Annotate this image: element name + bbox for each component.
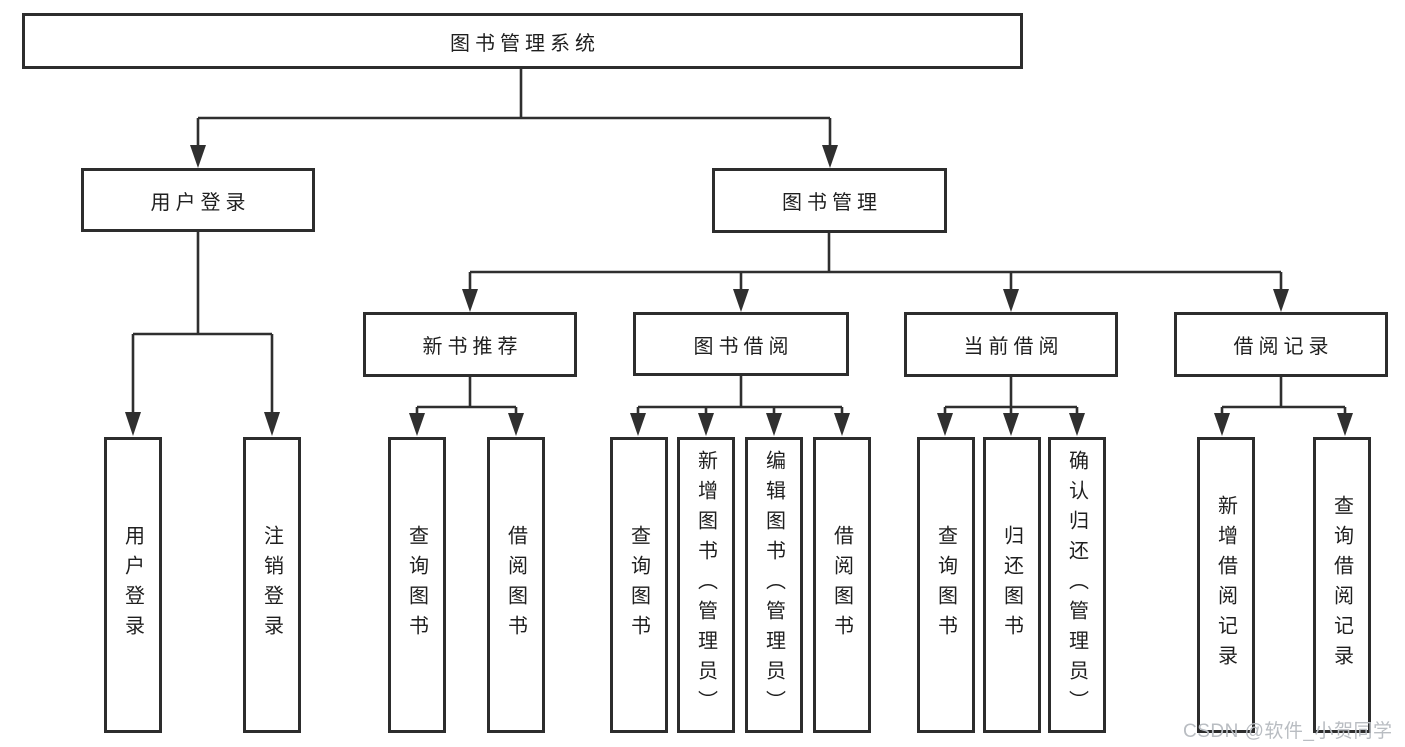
node-label: 借阅图书 (830, 525, 853, 645)
node-label: 新增图书（管理员） (694, 450, 717, 720)
node-book-management: 图书管理 (712, 168, 947, 233)
leaf-user-login: 用户登录 (104, 437, 162, 733)
arrow-down-icon (1003, 289, 1019, 312)
node-label: 新书推荐 (422, 336, 523, 358)
node-label: 图书管理系统 (450, 32, 600, 55)
connector-user-login-children (125, 232, 280, 436)
arrow-down-icon (1003, 413, 1019, 436)
node-current-borrow: 当前借阅 (904, 312, 1118, 377)
node-label: 图书借阅 (693, 335, 794, 358)
arrow-down-icon (630, 413, 646, 436)
leaf-add-borrow-record: 新增借阅记录 (1197, 437, 1255, 733)
arrow-down-icon (766, 413, 782, 436)
node-new-book-recommend: 新书推荐 (363, 312, 577, 377)
node-label: 查询借阅记录 (1330, 495, 1353, 675)
leaf-add-book-admin: 新增图书（管理员） (677, 437, 735, 733)
connector-book-management-children (462, 233, 1289, 312)
node-root-system: 图书管理系统 (22, 13, 1023, 69)
arrow-down-icon (1273, 289, 1289, 312)
leaf-return-book: 归还图书 (983, 437, 1041, 733)
connector-current-borrow-children (937, 377, 1085, 436)
arrow-down-icon (834, 413, 850, 436)
arrow-down-icon (190, 145, 206, 168)
csdn-watermark: CSDN @软件_小贺同学 (1183, 721, 1393, 742)
node-label: 图书管理 (782, 192, 882, 214)
node-label: 查询图书 (405, 525, 428, 645)
node-borrow-records: 借阅记录 (1174, 312, 1388, 377)
arrow-down-icon (409, 413, 425, 436)
node-label: 用户登录 (121, 525, 144, 645)
arrow-down-icon (125, 412, 141, 436)
arrow-down-icon (264, 412, 280, 436)
node-label: 归还图书 (1000, 525, 1023, 645)
node-label: 新增借阅记录 (1214, 495, 1237, 675)
connector-book-borrow-children (630, 376, 850, 436)
leaf-query-borrow-record: 查询借阅记录 (1313, 437, 1371, 733)
leaf-query-books-recommend: 查询图书 (388, 437, 446, 733)
node-book-borrow: 图书借阅 (633, 312, 849, 376)
leaf-query-books-current: 查询图书 (917, 437, 975, 733)
node-label: 查询图书 (627, 525, 650, 645)
node-label: 编辑图书（管理员） (762, 450, 785, 720)
node-label: 用户登录 (150, 191, 251, 214)
node-label: 当前借阅 (963, 336, 1064, 358)
leaf-query-books-borrow: 查询图书 (610, 437, 668, 733)
leaf-logout: 注销登录 (243, 437, 301, 733)
arrow-down-icon (1337, 413, 1353, 436)
arrow-down-icon (733, 289, 749, 312)
node-label: 借阅记录 (1233, 336, 1334, 358)
arrow-down-icon (462, 289, 478, 312)
arrow-down-icon (822, 145, 838, 168)
node-label: 确认归还（管理员） (1065, 450, 1088, 720)
connector-new-book-recommend-children (409, 377, 524, 436)
leaf-borrow-books: 借阅图书 (813, 437, 871, 733)
arrow-down-icon (937, 413, 953, 436)
arrow-down-icon (1069, 413, 1085, 436)
node-user-login: 用户登录 (81, 168, 315, 232)
arrow-down-icon (698, 413, 714, 436)
arrow-down-icon (1214, 413, 1230, 436)
node-label: 注销登录 (260, 525, 283, 645)
node-label: 借阅图书 (504, 525, 527, 645)
leaf-borrow-books-recommend: 借阅图书 (487, 437, 545, 733)
connector-root-to-level2 (190, 69, 838, 168)
leaf-edit-book-admin: 编辑图书（管理员） (745, 437, 803, 733)
connector-borrow-records-children (1214, 377, 1353, 436)
arrow-down-icon (508, 413, 524, 436)
node-label: 查询图书 (934, 525, 957, 645)
leaf-confirm-return-admin: 确认归还（管理员） (1048, 437, 1106, 733)
